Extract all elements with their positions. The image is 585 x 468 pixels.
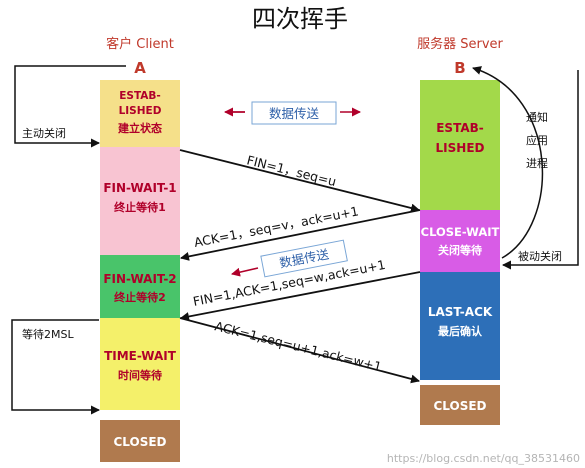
client-states: ESTAB- LISHED 建立状态 FIN-WAIT-1 终止等待1 FIN-… xyxy=(100,80,180,462)
client-state-established-line2: LISHED xyxy=(119,105,162,117)
watermark: https://blog.csdn.net/qq_38531460 xyxy=(387,452,580,465)
client-title: 客户 Client xyxy=(106,36,174,52)
server-state-close-wait-label: CLOSE-WAIT xyxy=(421,225,500,239)
client-state-closed-label: CLOSED xyxy=(113,435,166,449)
server-title: 服务器 Server xyxy=(417,36,503,52)
notify-app-indicator: 通知 应用 进程 xyxy=(472,66,548,259)
data-transfer-box-2 xyxy=(260,239,348,278)
client-state-established-line1: ESTAB- xyxy=(119,90,161,102)
passive-close-label: 被动关闭 xyxy=(518,249,562,263)
server-state-established xyxy=(420,80,500,210)
client-state-time-wait-zh: 时间等待 xyxy=(118,368,162,382)
server-state-last-ack xyxy=(420,272,500,380)
server-state-established-line1: ESTAB- xyxy=(436,121,484,135)
diagram-title: 四次挥手 xyxy=(252,5,348,33)
server-state-last-ack-zh: 最后确认 xyxy=(438,324,483,338)
passive-close-indicator: 被动关闭 xyxy=(502,70,579,270)
server-state-established-line2: LISHED xyxy=(436,141,485,155)
client-state-closed xyxy=(100,420,180,462)
client-state-established xyxy=(100,80,180,147)
client-state-fin-wait-2 xyxy=(100,255,180,318)
ack2-message: ACK=1,seq=u+1,ack=w+1 xyxy=(179,317,420,384)
server-state-closed-label: CLOSED xyxy=(433,399,486,413)
client-state-fin-wait-1-zh: 终止等待1 xyxy=(114,200,166,214)
server-state-last-ack-label: LAST-ACK xyxy=(428,305,493,319)
data-transfer-label: 数据传送 xyxy=(269,106,320,121)
notify-app-label-1: 通知 xyxy=(526,110,548,124)
wait-2msl-label: 等待2MSL xyxy=(22,327,74,341)
active-close-label: 主动关闭 xyxy=(22,126,66,140)
server-states: ESTAB- LISHED CLOSE-WAIT 关闭等待 LAST-ACK 最… xyxy=(420,80,500,425)
client-state-established-zh: 建立状态 xyxy=(118,121,162,135)
server-state-close-wait-zh: 关闭等待 xyxy=(438,243,482,257)
client-state-fin-wait-2-label: FIN-WAIT-2 xyxy=(103,272,176,286)
client-state-fin-wait-2-zh: 终止等待2 xyxy=(114,290,166,304)
wait-2msl-indicator: 等待2MSL xyxy=(11,319,100,415)
client-state-time-wait-label: TIME-WAIT xyxy=(104,349,177,363)
active-close-indicator: 主动关闭 xyxy=(14,65,126,148)
notify-app-label-3: 进程 xyxy=(526,157,548,170)
notify-app-label-2: 应用 xyxy=(526,133,548,147)
client-state-fin-wait-1 xyxy=(100,147,180,255)
client-letter: A xyxy=(134,59,146,77)
fin1-message: FIN=1，seq=u xyxy=(179,149,420,213)
server-state-close-wait xyxy=(420,210,500,272)
server-letter: B xyxy=(454,59,465,77)
server-state-closed xyxy=(420,385,500,425)
client-state-time-wait xyxy=(100,318,180,410)
ack2-message-label: ACK=1,seq=u+1,ack=w+1 xyxy=(213,318,383,374)
data-transfer-box xyxy=(251,101,337,125)
client-state-fin-wait-1-label: FIN-WAIT-1 xyxy=(103,181,176,195)
data-transfer-indicator: 数据传送 xyxy=(224,101,361,125)
